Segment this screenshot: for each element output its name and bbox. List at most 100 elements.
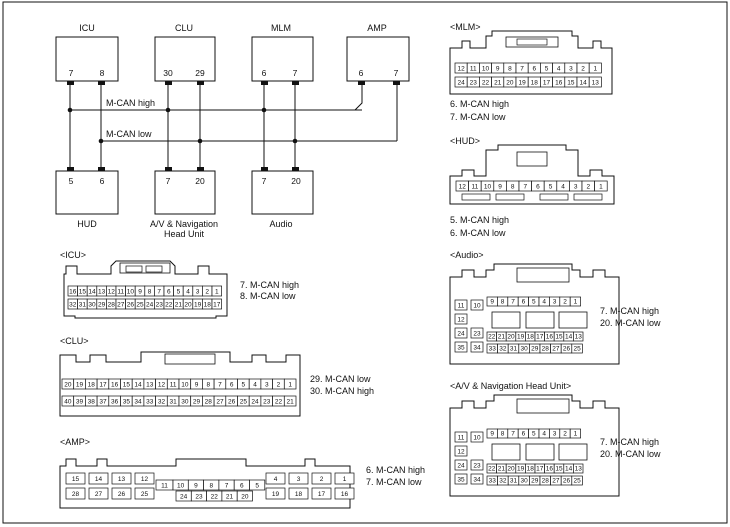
avn-pin-high: 7 (166, 176, 171, 186)
can-schematic: ICU CLU MLM AMP 7 8 30 29 6 7 6 7 M-CAN … (55, 23, 410, 239)
avn-pin-1-label: 1 (574, 431, 578, 438)
clu-pin-25-label: 25 (240, 398, 248, 405)
avn-pin-35-cell (454, 473, 468, 485)
icu-pin-10-label: 10 (127, 288, 135, 295)
audio-label: Audio (269, 219, 292, 229)
amp-pin-9-label: 9 (194, 482, 198, 489)
mlm-pin-5-label: 5 (545, 65, 549, 72)
hud-pin-3-label: 3 (574, 183, 578, 190)
mlm-pin-7-label: 7 (520, 65, 524, 72)
icu-pin-17-cell (211, 298, 222, 310)
mlm-pin-13-label: 13 (592, 79, 600, 86)
amp-pin-6-label: 6 (240, 482, 244, 489)
audio-pin-3-label: 3 (553, 299, 557, 306)
hud-pin-low: 6 (100, 176, 105, 186)
icu-pin-19-label: 19 (194, 301, 202, 308)
avn-blade-1 (491, 443, 521, 461)
amp-pin-24-label: 24 (180, 493, 188, 500)
audio-pin-24-label: 24 (457, 330, 465, 337)
hud-pin-8-label: 8 (511, 183, 515, 190)
avn-pin-10-label: 10 (473, 434, 481, 441)
avn-pin-24-label: 24 (457, 462, 465, 469)
clu-pin-28-label: 28 (205, 398, 213, 405)
hud-pin-12-label: 12 (459, 183, 467, 190)
audio-pin-29-label: 29 (531, 346, 539, 353)
avn-note-1: 7. M-CAN high (600, 437, 659, 447)
clu-pin-34-label: 34 (134, 398, 142, 405)
hud-note-1: 5. M-CAN high (450, 215, 509, 225)
audio-note-1: 7. M-CAN high (600, 306, 659, 316)
avn-pin-2-label: 2 (563, 431, 567, 438)
amp-pin-2-cell (311, 472, 332, 485)
avn-pin-22-label: 22 (488, 466, 496, 473)
avn-pin-4-label: 4 (542, 431, 546, 438)
mlm-note-2: 7. M-CAN low (450, 112, 506, 122)
mlm-pin-high: 6 (262, 68, 267, 78)
mlm-pin-13-cell (588, 76, 602, 88)
amp-pin-23-label: 23 (195, 493, 203, 500)
icu-pin-21-label: 21 (175, 301, 183, 308)
clu-module (154, 36, 216, 82)
audio-pin-2-label: 2 (563, 299, 567, 306)
amp-pin-13-cell (111, 472, 132, 485)
icu-pin-9-label: 9 (138, 288, 142, 295)
audio-pin-11-label: 11 (458, 302, 465, 309)
icu-connector-title: <ICU> (60, 250, 86, 260)
clu-note-1: 29. M-CAN low (310, 374, 371, 384)
icu-pin-22-label: 22 (165, 301, 173, 308)
amp-pin-19-cell (265, 487, 286, 500)
mlm-pin-1-cell (588, 62, 602, 74)
clu-pin-1-cell (283, 378, 297, 390)
avn-connector-title: <A/V & Navigation Head Unit> (450, 381, 571, 391)
avn-pin-26-label: 26 (563, 478, 571, 485)
audio-pin-17-label: 17 (536, 334, 544, 341)
audio-pin-32-label: 32 (499, 346, 507, 353)
audio-blade-3 (558, 311, 588, 329)
mlm-pin-2-label: 2 (581, 65, 585, 72)
audio-blade-1 (491, 311, 521, 329)
avn-pin-20-label: 20 (507, 466, 515, 473)
icu-note-2: 8. M-CAN low (240, 291, 296, 301)
avn-pin-33-label: 33 (489, 478, 497, 485)
amp-pin-14-label: 14 (95, 476, 103, 483)
audio-pin-28-label: 28 (542, 346, 550, 353)
audio-pin-5-label: 5 (532, 299, 536, 306)
audio-pin-1-label: 1 (574, 299, 578, 306)
audio-pin-24-cell (454, 327, 468, 339)
audio-pin-6-label: 6 (522, 299, 526, 306)
amp-pin-3-label: 3 (297, 476, 301, 483)
mlm-pin-low: 7 (293, 68, 298, 78)
hud-pin-1-cell (594, 180, 608, 192)
audio-note-2: 20. M-CAN low (600, 318, 661, 328)
audio-pin-34-cell (470, 341, 484, 353)
amp-pin-12-cell (134, 472, 155, 485)
icu-pin-25-label: 25 (136, 301, 144, 308)
clu-pin-29-label: 29 (193, 398, 201, 405)
hud-pin-high: 5 (69, 176, 74, 186)
mlm-pin-24-label: 24 (457, 79, 465, 86)
clu-pin-21-label: 21 (287, 398, 295, 405)
clu-pin-21-cell (283, 395, 297, 407)
amp-pin-5-label: 5 (255, 482, 259, 489)
hud-pin-11-label: 11 (472, 183, 479, 190)
hud-label: HUD (77, 219, 97, 229)
avn-pin-6-label: 6 (522, 431, 526, 438)
hud-module (55, 170, 119, 215)
icu-pin-3-label: 3 (196, 288, 200, 295)
clu-pin-26-label: 26 (228, 398, 236, 405)
audio-pin-12-cell (454, 313, 468, 325)
audio-pin-25-label: 25 (573, 346, 581, 353)
icu-pin-30-label: 30 (88, 301, 96, 308)
clu-label: CLU (175, 23, 193, 33)
icu-module (55, 36, 119, 82)
amp-module (346, 36, 410, 82)
